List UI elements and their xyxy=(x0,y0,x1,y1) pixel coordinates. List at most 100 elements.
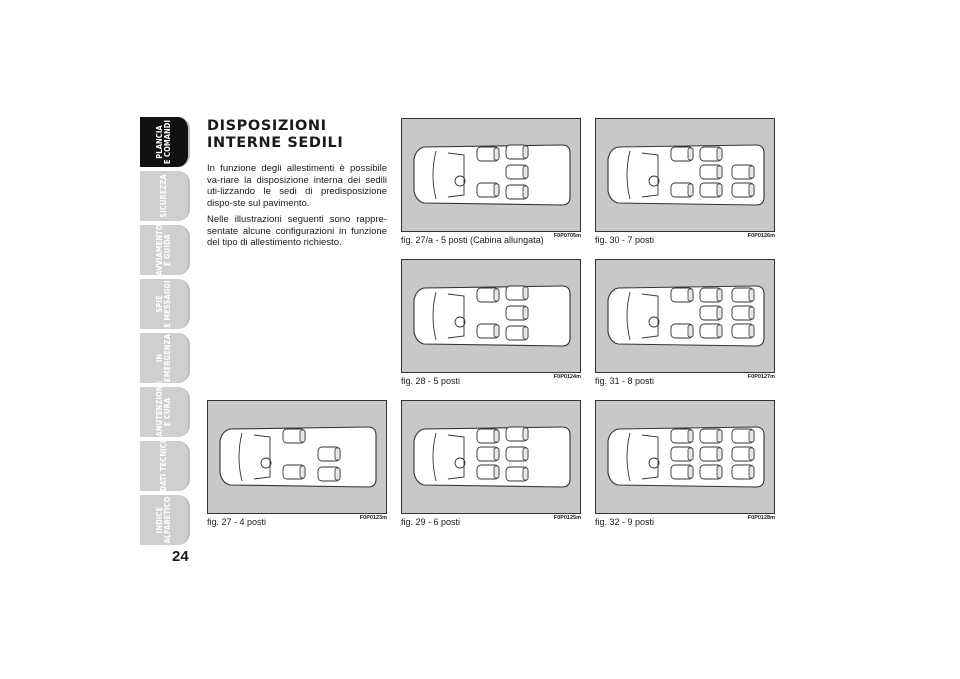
seat-icon xyxy=(282,464,306,480)
tab-label: IN EMERGENZA xyxy=(155,334,172,382)
seat-icon xyxy=(505,285,529,301)
seat-icon xyxy=(476,464,500,480)
windshield-line xyxy=(626,432,631,482)
seat-layout-illustration xyxy=(401,118,581,232)
seat-icon xyxy=(699,287,723,303)
tab-label: PLANCIA E COMANDI xyxy=(155,119,172,165)
tab-label: INDICE ALFABETICO xyxy=(155,496,172,544)
tab-manutenzione-e-cura[interactable]: MANUTENZIONE E CURA xyxy=(140,381,190,443)
seat-icon xyxy=(505,325,529,341)
seat-icon xyxy=(670,464,694,480)
seat-icon xyxy=(317,446,341,462)
figure-fig-27a: fig. 27/a - 5 posti (Cabina allungata) F… xyxy=(401,118,581,249)
steering-wheel-icon xyxy=(260,457,272,469)
figure-caption: fig. 30 - 7 posti xyxy=(595,235,655,245)
dashboard-line xyxy=(447,152,465,198)
seat-layout-illustration xyxy=(595,118,775,232)
tab-in-emergenza[interactable]: IN EMERGENZA xyxy=(140,333,190,383)
seat-icon xyxy=(505,305,529,321)
seat-icon xyxy=(731,164,755,180)
tab-dati-tecnici[interactable]: DATI TECNICI xyxy=(140,441,190,491)
seat-icon xyxy=(731,446,755,462)
seat-icon xyxy=(476,182,500,198)
dashboard-line xyxy=(641,152,659,198)
figure-code: F0P0123m xyxy=(359,515,387,521)
seat-icon xyxy=(699,464,723,480)
steering-wheel-icon xyxy=(454,175,466,187)
steering-wheel-icon xyxy=(648,457,660,469)
seat-icon xyxy=(731,287,755,303)
steering-wheel-icon xyxy=(454,316,466,328)
seat-icon xyxy=(731,182,755,198)
seat-icon xyxy=(670,323,694,339)
section-title: DISPOSIZIONI INTERNE SEDILI xyxy=(207,118,344,151)
seat-layout-illustration xyxy=(401,400,581,514)
seat-icon xyxy=(476,446,500,462)
seat-icon xyxy=(476,428,500,444)
van-body-outline xyxy=(413,144,571,206)
figure-code: F0P0124m xyxy=(553,374,581,380)
dashboard-line xyxy=(641,434,659,480)
steering-wheel-icon xyxy=(648,175,660,187)
windshield-line xyxy=(432,150,437,200)
figure-code: F0P0705m xyxy=(553,233,581,239)
seat-icon xyxy=(670,182,694,198)
tab-label: DATI TECNICI xyxy=(159,440,168,492)
seat-icon xyxy=(731,323,755,339)
seat-icon xyxy=(505,144,529,160)
windshield-line xyxy=(432,432,437,482)
seat-icon xyxy=(699,323,723,339)
figure-fig-32: fig. 32 - 9 posti F0P0128m xyxy=(595,400,775,531)
seat-layout-illustration xyxy=(401,259,581,373)
figure-fig-30: fig. 30 - 7 posti F0P0126m xyxy=(595,118,775,249)
figure-caption: fig. 28 - 5 posti xyxy=(401,376,461,386)
windshield-line xyxy=(238,432,243,482)
seat-icon xyxy=(699,182,723,198)
tab-label: MANUTENZIONE E CURA xyxy=(155,380,172,444)
body-paragraph: Nelle illustrazioni seguenti sono rappre… xyxy=(207,214,387,248)
figure-caption: fig. 32 - 9 posti xyxy=(595,517,655,527)
figure-code: F0P0125m xyxy=(553,515,581,521)
seat-icon xyxy=(670,146,694,162)
tab-plancia-e-comandi[interactable]: PLANCIA E COMANDI xyxy=(140,117,190,167)
seat-icon xyxy=(731,305,755,321)
seat-icon xyxy=(731,428,755,444)
van-body-outline xyxy=(413,285,571,347)
seat-icon xyxy=(505,446,529,462)
tab-label: AVVIAMENTO E GUIDA xyxy=(155,224,172,276)
seat-icon xyxy=(699,428,723,444)
steering-wheel-icon xyxy=(454,457,466,469)
figure-code: F0P0127m xyxy=(747,374,775,380)
tab-label: SPIE E MESSAGGI xyxy=(155,280,172,328)
dashboard-line xyxy=(641,293,659,339)
seat-icon xyxy=(670,428,694,444)
tab-avviamento-e-guida[interactable]: AVVIAMENTO E GUIDA xyxy=(140,224,190,276)
page-number: 24 xyxy=(172,548,189,565)
figure-caption: fig. 27/a - 5 posti (Cabina allungata) xyxy=(401,235,544,245)
seat-layout-illustration xyxy=(595,259,775,373)
seat-icon xyxy=(476,146,500,162)
figure-caption: fig. 29 - 6 posti xyxy=(401,517,461,527)
seat-icon xyxy=(699,146,723,162)
figure-code: F0P0126m xyxy=(747,233,775,239)
figure-fig-31: fig. 31 - 8 posti F0P0127m xyxy=(595,259,775,390)
tab-indice-alfabetico[interactable]: INDICE ALFABETICO xyxy=(140,495,190,545)
body-paragraph: In funzione degli allestimenti è possibi… xyxy=(207,163,387,209)
seat-icon xyxy=(699,305,723,321)
seat-icon xyxy=(476,323,500,339)
seat-icon xyxy=(505,164,529,180)
tab-spie-e-messaggi[interactable]: SPIE E MESSAGGI xyxy=(140,279,190,329)
seat-icon xyxy=(670,287,694,303)
windshield-line xyxy=(626,150,631,200)
seat-icon xyxy=(699,446,723,462)
seat-icon xyxy=(731,464,755,480)
seat-layout-illustration xyxy=(207,400,387,514)
seat-icon xyxy=(317,466,341,482)
van-body-outline xyxy=(607,144,765,206)
dashboard-line xyxy=(447,293,465,339)
tab-sicurezza[interactable]: SICUREZZA xyxy=(140,171,190,221)
figure-code: F0P0128m xyxy=(747,515,775,521)
figure-fig-29: fig. 29 - 6 posti F0P0125m xyxy=(401,400,581,531)
figure-fig-27: fig. 27 - 4 posti F0P0123m xyxy=(207,400,387,531)
dashboard-line xyxy=(253,434,271,480)
